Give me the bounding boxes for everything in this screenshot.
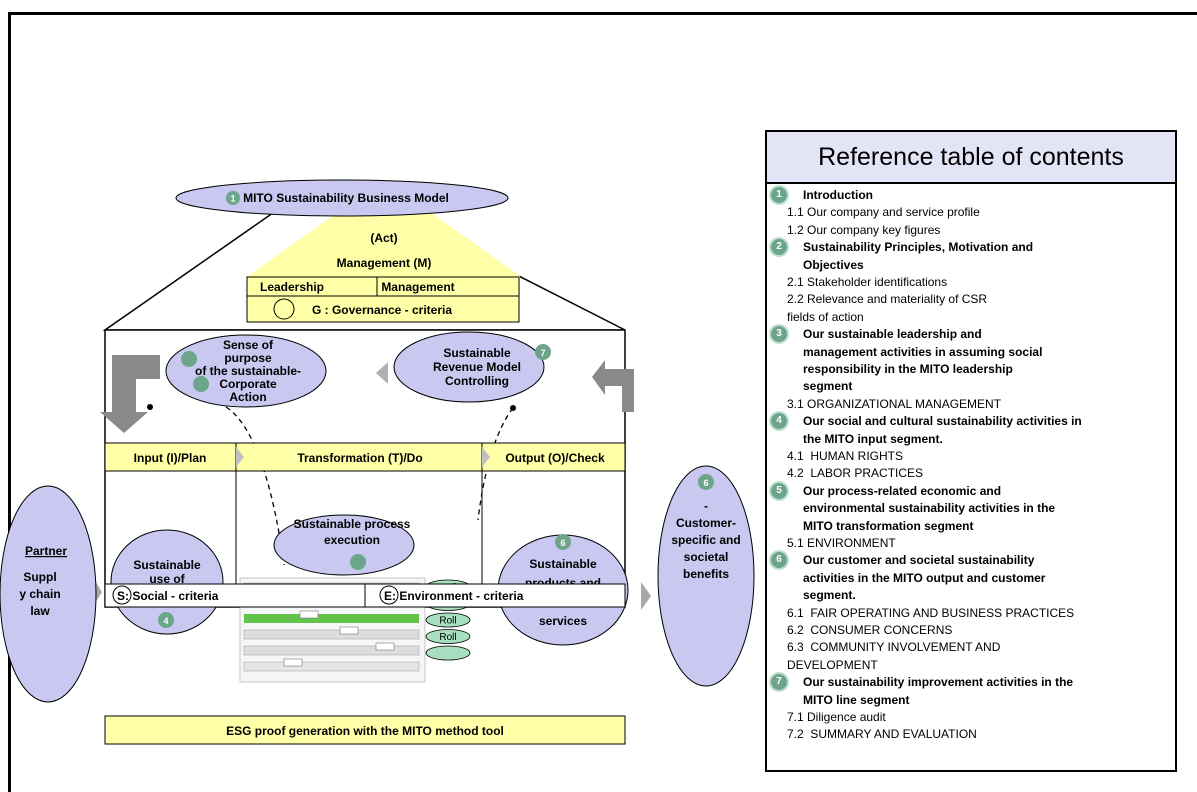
- revenue-model-ellipse: [393, 331, 545, 403]
- partner-label: Partner: [25, 544, 67, 558]
- management-label: Management: [381, 280, 454, 294]
- toc-section-heading: Introduction: [803, 188, 873, 202]
- act-label: (Act): [370, 231, 397, 245]
- reference-toc-panel: Reference table of contents Introduction…: [765, 130, 1177, 772]
- toc-entry: 4.1 HUMAN RIGHTS: [787, 449, 904, 463]
- right-gray-arrow: [592, 360, 634, 412]
- toc-entry: 7.2 SUMMARY AND EVALUATION: [787, 727, 977, 742]
- partner-ellipse: [0, 485, 97, 703]
- toc-entry: 3.1 ORGANIZATIONAL MANAGEMENT: [787, 396, 1002, 411]
- page-frame: [8, 12, 1197, 792]
- toc-section-heading: Our process-related economic and: [803, 483, 1002, 498]
- toc-entry: MITO line segment: [803, 692, 910, 707]
- svg-text:7: 7: [540, 348, 545, 358]
- badge-6-customer: [698, 474, 714, 490]
- badge-2: [181, 351, 197, 367]
- social-criteria: S: Social - criteria: [117, 589, 219, 603]
- toc-entry: 6.2 CONSUMER CONCERNS: [787, 623, 953, 637]
- output-check-label: Output (O)/Check: [505, 451, 605, 465]
- toc-number-badge: 1: [771, 187, 787, 203]
- badge-4: [158, 612, 174, 628]
- toc-number-badge: 3: [771, 326, 787, 343]
- esg-proof-label: ESG proof generation with the MITO metho…: [226, 724, 504, 738]
- toc-entry: the MITO input segment.: [803, 431, 943, 446]
- toc-entry: 6.1 FAIR OPERATING AND BUSINESS PRACTICE…: [787, 605, 1075, 620]
- toc-number-badge: 6: [771, 552, 787, 569]
- toc-entry: 1.1 Our company and service profile: [787, 205, 980, 220]
- badge-3: [193, 376, 209, 392]
- resources-ellipse: [110, 529, 224, 635]
- toc-entry: activities in the MITO output and custom…: [803, 570, 1046, 585]
- roll-label: Roll: [439, 616, 456, 627]
- toc-entry: 6.3 COMMUNITY INVOLVEMENT AND: [787, 640, 1001, 655]
- toc-entry: 5.1 ENVIRONMENT: [787, 536, 896, 550]
- transformation-do-label: Transformation (T)/Do: [297, 451, 422, 465]
- roll-ellipse: [425, 629, 471, 644]
- toc-entry: Objectives: [803, 257, 864, 272]
- toc-number-badge: 5: [771, 482, 787, 499]
- toc-number-badge: 4: [771, 413, 787, 430]
- leadership-label: Leadership: [260, 280, 324, 294]
- toc-entry: responsibility in the MITO leadership: [803, 362, 1013, 376]
- sustainability-model-diagram: 1 MITO Sustainability Business Model (Ac…: [0, 179, 755, 745]
- svg-text:4: 4: [163, 616, 168, 626]
- roll-label: Roll: [439, 632, 456, 643]
- input-plan-label: Input (I)/Plan: [134, 451, 207, 465]
- toc-entry: segment.: [803, 588, 856, 603]
- badge-7: [535, 344, 551, 360]
- toc-entry: 4.2 LABOR PRACTICES: [787, 466, 924, 481]
- roll-ellipse: [425, 645, 471, 661]
- dashed-connector-right: [477, 407, 514, 521]
- toc-number-badge: 2: [771, 239, 787, 256]
- toc-entry: management activities in assuming social: [803, 344, 1043, 359]
- toc-section-heading: Sustainability Principles, Motivation an…: [803, 240, 1034, 255]
- toc-entry: segment: [803, 379, 853, 394]
- environment-criteria: E: Environment - criteria: [384, 589, 524, 603]
- toc-entry: 2.1 Stakeholder identifications: [787, 275, 948, 289]
- title-ellipse: [175, 179, 509, 217]
- svg-text:6: 6: [703, 478, 708, 488]
- toc-entry: fields of action: [787, 309, 864, 324]
- customer-benefits-ellipse: [657, 465, 755, 687]
- toc-entry: 7.1 Diligence audit: [787, 710, 886, 724]
- svg-text:1: 1: [230, 194, 235, 204]
- left-gray-arrow: [100, 355, 160, 433]
- badge-6-products: [555, 534, 571, 550]
- badge-1: [226, 191, 240, 205]
- middle-gray-arrowhead: [376, 362, 388, 384]
- toc-section-heading: Our customer and societal sustainability: [803, 553, 1035, 568]
- svg-text:6: 6: [560, 538, 565, 548]
- toc-section-heading: Our sustainability improvement activitie…: [803, 675, 1074, 690]
- roll-ellipse: [425, 612, 471, 628]
- toc-section-heading: Our sustainable leadership and: [803, 327, 982, 342]
- arrow-customer: [641, 582, 651, 610]
- process-ellipse: [273, 514, 415, 576]
- management-m-label: Management (M): [337, 256, 432, 270]
- badge-5: [350, 554, 366, 570]
- toc-entry: environmental sustainability activities …: [803, 501, 1056, 516]
- toc-entry: DEVELOPMENT: [787, 657, 878, 672]
- toc-section-heading: Our social and cultural sustainability a…: [803, 414, 1082, 429]
- model-title: MITO Sustainability Business Model: [243, 191, 449, 205]
- toc-entry: 2.2 Relevance and materiality of CSR: [787, 292, 988, 307]
- toc-entry: 1.2 Our company key figures: [787, 222, 941, 237]
- toc-number-badge: 7: [771, 674, 787, 691]
- governance-label: G : Governance - criteria: [312, 303, 452, 317]
- toc-entry: MITO transformation segment: [803, 518, 974, 533]
- toc-title: Reference table of contents: [767, 132, 1175, 184]
